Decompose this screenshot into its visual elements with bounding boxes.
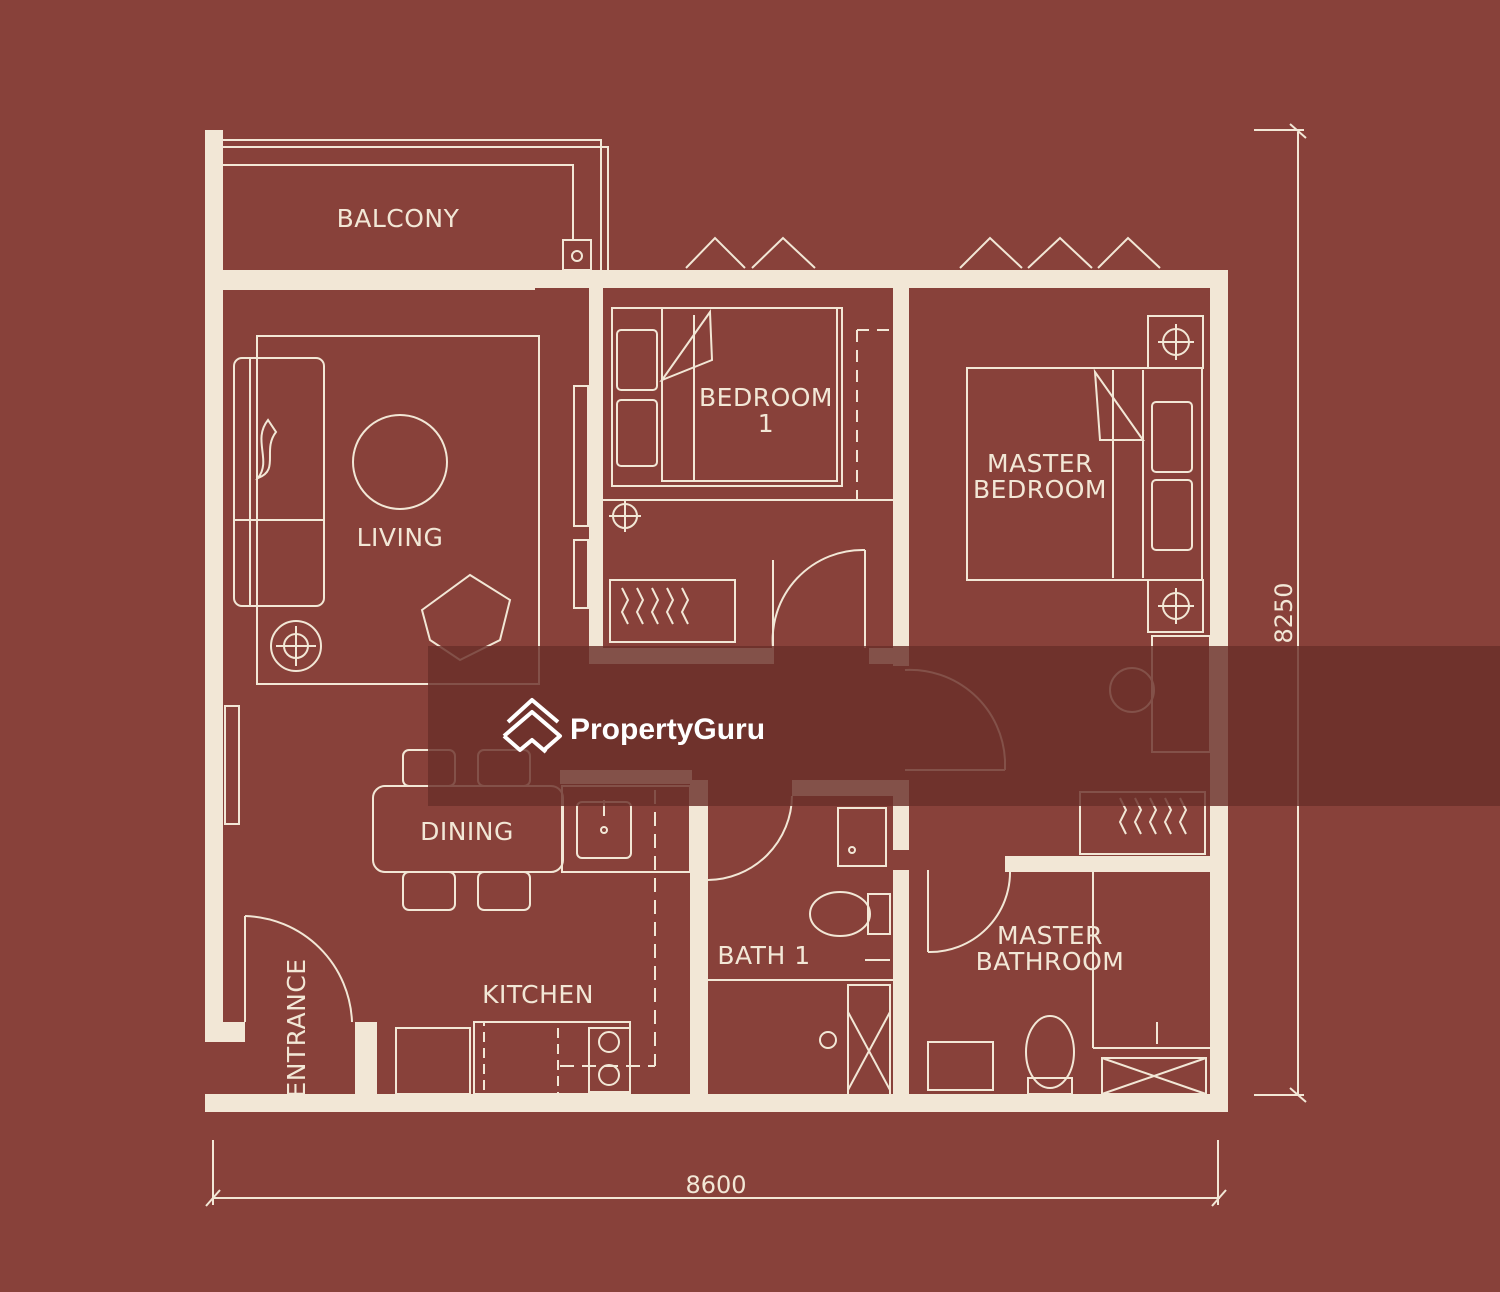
room-label-kitchen: KITCHEN <box>482 980 594 1009</box>
room-label-master-bathroom-2: BATHROOM <box>976 947 1125 976</box>
room-label-bedroom-1: BEDROOM <box>699 383 833 412</box>
room-label-living: LIVING <box>357 523 444 552</box>
propertyguru-logo-icon <box>502 698 562 754</box>
room-label-master-bedroom: MASTER <box>987 449 1093 478</box>
watermark: PropertyGuru <box>428 646 1500 806</box>
room-label-balcony: BALCONY <box>337 204 460 233</box>
room-label-bath-1: BATH 1 <box>717 941 810 970</box>
room-label-dining: DINING <box>420 817 514 846</box>
watermark-band <box>428 646 1500 806</box>
dimension-width: 8600 <box>685 1171 746 1199</box>
room-label-bedroom-1-number: 1 <box>758 409 774 438</box>
dimension-height: 8250 <box>1270 582 1298 643</box>
room-label-entrance: ENTRANCE <box>282 958 311 1097</box>
watermark-brand: PropertyGuru <box>570 713 765 746</box>
room-label-master-bedroom-2: BEDROOM <box>973 475 1107 504</box>
room-labels: BALCONY BEDROOM 1 MASTER BEDROOM LIVING … <box>282 204 1124 1098</box>
room-label-master-bathroom: MASTER <box>997 921 1103 950</box>
